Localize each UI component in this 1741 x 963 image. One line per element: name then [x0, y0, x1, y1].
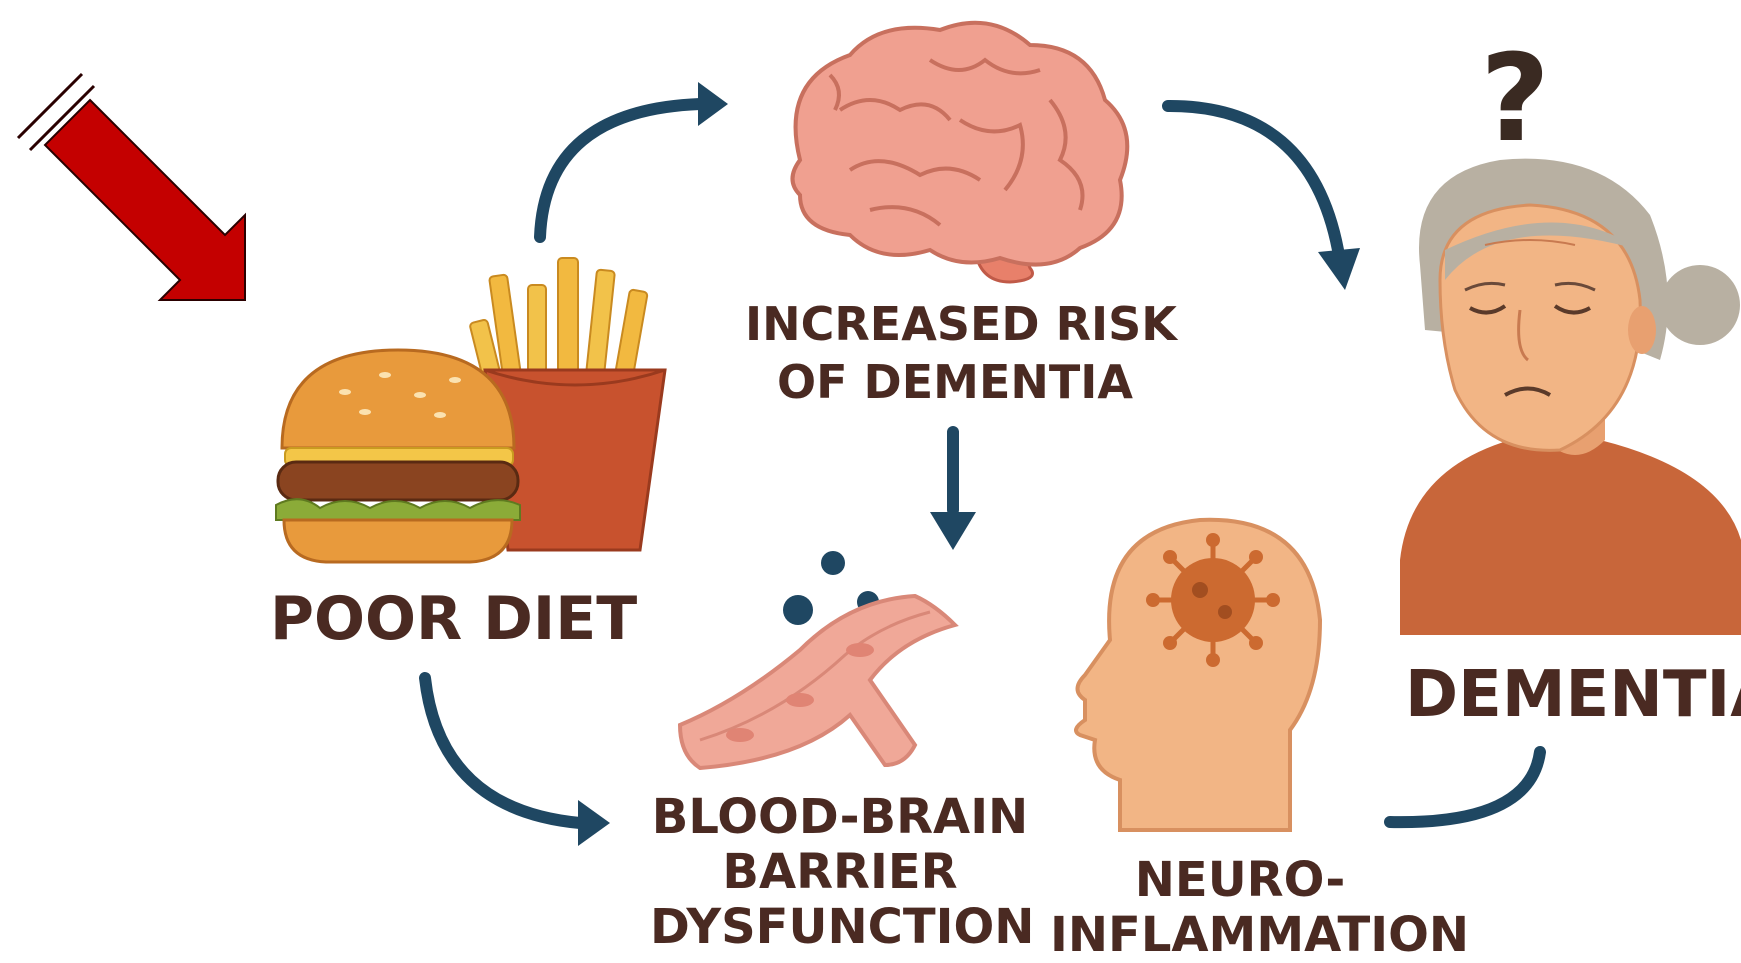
question-mark: ?: [1480, 30, 1550, 169]
inflamed-head-icon: [1076, 520, 1320, 830]
label-increased-risk: INCREASED RISK OF DEMENTIA: [745, 296, 1165, 411]
red-arrow-icon: [18, 74, 245, 300]
label-bbb-line3: DYSFUNCTION: [650, 900, 1030, 955]
arrow-neuro-to-dementia: [1390, 752, 1540, 822]
brain-icon: [793, 23, 1128, 282]
label-bbb-line1: BLOOD-BRAIN: [650, 790, 1030, 845]
arrow-risk-to-dementia: [1168, 106, 1338, 250]
arrow-diet-to-bbb-head: [578, 800, 610, 846]
label-poor-diet: POOR DIET: [270, 588, 620, 651]
label-neuroinflammation: NEURO- INFLAMMATION: [1050, 853, 1430, 963]
label-bbb-dysfunction: BLOOD-BRAIN BARRIER DYSFUNCTION: [650, 790, 1030, 956]
label-increased-risk-line2: OF DEMENTIA: [745, 354, 1165, 412]
label-dementia: DEMENTIA: [1405, 662, 1741, 729]
blood-vessel-icon: [680, 551, 955, 768]
label-neuro-line2: INFLAMMATION: [1050, 908, 1430, 963]
elderly-woman-icon: [1400, 159, 1741, 635]
label-bbb-line2: BARRIER: [650, 845, 1030, 900]
burger-fries-icon: [276, 258, 665, 562]
arrow-risk-to-bbb-head: [930, 512, 976, 550]
arrow-risk-to-dementia-head: [1318, 248, 1360, 290]
arrow-diet-to-bbb: [425, 678, 580, 823]
label-increased-risk-line1: INCREASED RISK: [745, 296, 1165, 354]
label-neuro-line1: NEURO-: [1050, 853, 1430, 908]
arrow-diet-to-risk: [540, 104, 700, 237]
arrow-diet-to-risk-head: [698, 82, 728, 126]
